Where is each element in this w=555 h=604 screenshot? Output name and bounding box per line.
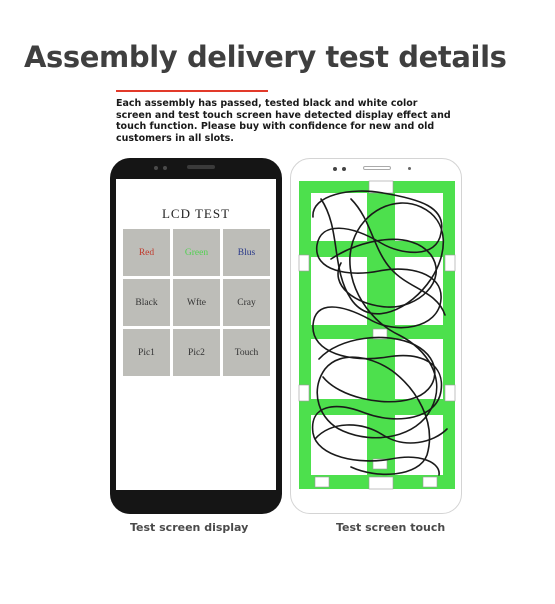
tile-blue[interactable]: Blus: [223, 229, 270, 276]
light-sensor-icon: [408, 167, 411, 170]
earpiece-speaker-icon: [363, 166, 391, 170]
lcd-test-screen: LCD TEST Red Green Blus Black Wfte Cray …: [116, 179, 276, 490]
page-heading: Assembly delivery test details: [24, 40, 507, 74]
caption-display-test: Test screen display: [130, 521, 249, 534]
touch-trace-scribble: [311, 190, 448, 476]
tile-pic2[interactable]: Pic2: [173, 329, 220, 376]
tile-black[interactable]: Black: [123, 279, 170, 326]
lcd-test-phone: LCD TEST Red Green Blus Black Wfte Cray …: [110, 158, 282, 514]
proximity-sensor-icon: [163, 166, 167, 170]
tile-white[interactable]: Wfte: [173, 279, 220, 326]
touch-test-phone: [290, 158, 462, 514]
earpiece-speaker-icon: [187, 165, 215, 169]
accent-rule: [116, 90, 268, 92]
lcd-test-grid: Red Green Blus Black Wfte Cray Pic1 Pic2…: [123, 229, 270, 376]
touch-test-markers: [298, 180, 456, 490]
tile-gray[interactable]: Cray: [223, 279, 270, 326]
description-text: Each assembly has passed, tested black a…: [116, 98, 451, 144]
tile-green[interactable]: Green: [173, 229, 220, 276]
tile-red[interactable]: Red: [123, 229, 170, 276]
tile-touch[interactable]: Touch: [223, 329, 270, 376]
lcd-test-title: LCD TEST: [161, 206, 231, 221]
proximity-sensor-icon: [342, 167, 346, 171]
front-camera-icon: [154, 166, 158, 170]
front-camera-icon: [333, 167, 337, 171]
tile-pic1[interactable]: Pic1: [123, 329, 170, 376]
caption-touch-test: Test screen touch: [336, 521, 446, 534]
touch-test-screen[interactable]: [291, 159, 463, 515]
